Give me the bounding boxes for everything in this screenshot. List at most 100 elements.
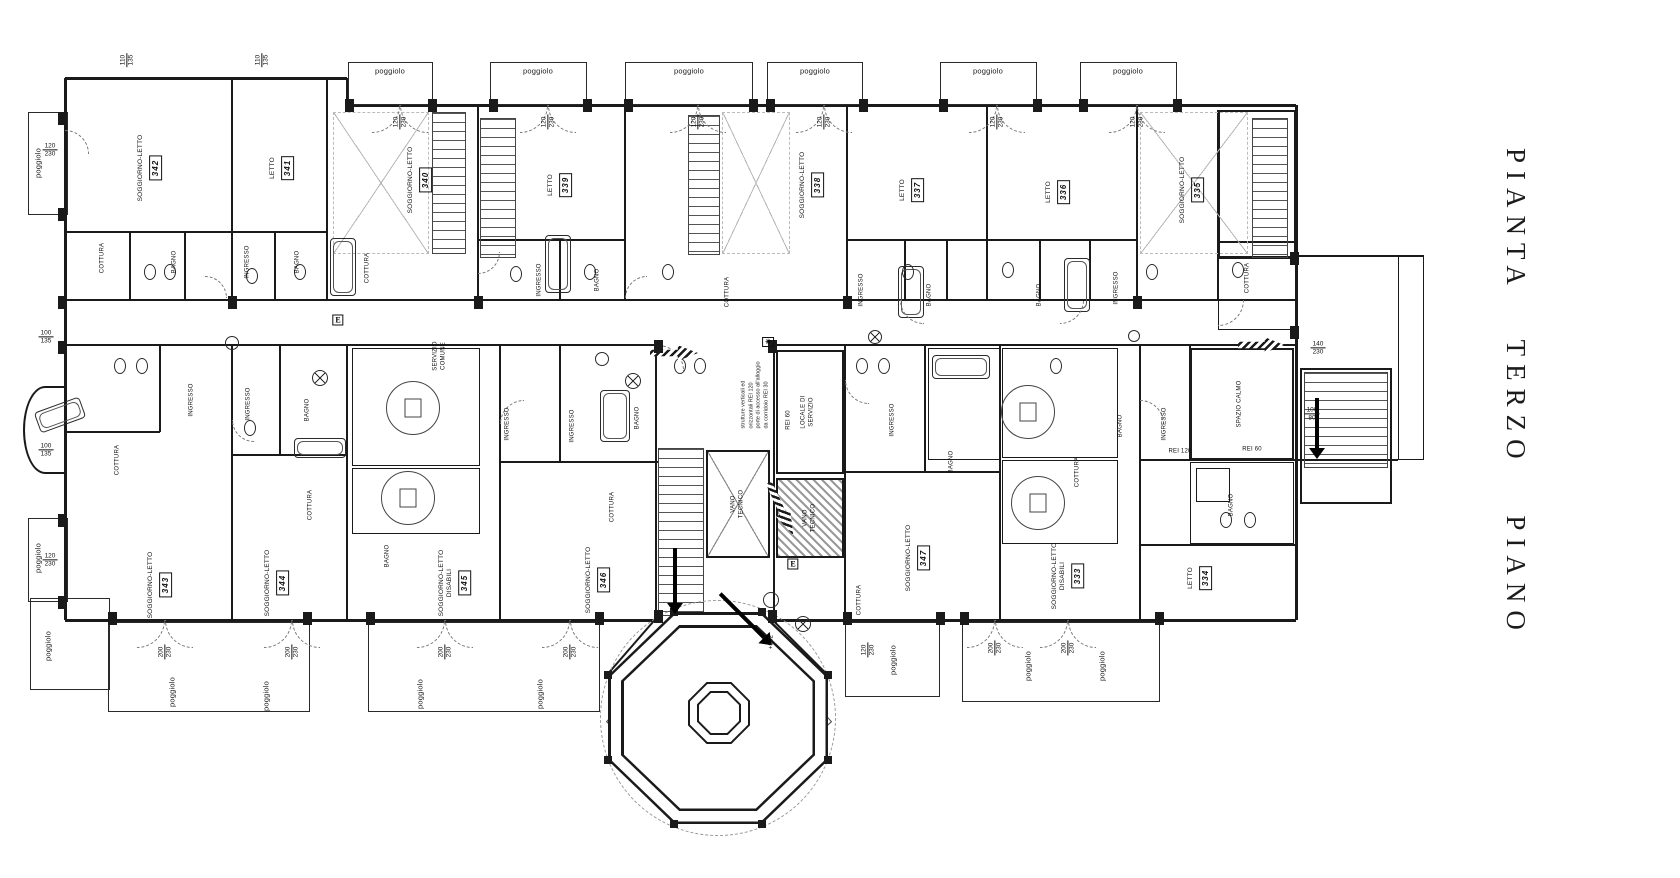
direction-arrow	[1308, 398, 1326, 459]
tower-post	[758, 820, 766, 828]
tower-post	[824, 671, 832, 679]
tower-post	[670, 820, 678, 828]
apartment-type: SOGGIORNO-LETTO	[147, 551, 155, 619]
wall	[279, 345, 281, 455]
balcony-label: poggiolo	[415, 679, 425, 709]
utility-symbol	[312, 370, 328, 386]
apartment-number: 342	[148, 155, 162, 181]
room-outline	[1190, 462, 1294, 544]
sanitary-fixture	[164, 264, 176, 280]
wall-pillar	[1290, 326, 1299, 339]
balcony	[845, 622, 940, 697]
bathtub	[600, 390, 630, 442]
bay-window	[23, 386, 67, 474]
apartment-number: 345	[457, 570, 471, 596]
balcony	[108, 622, 310, 712]
fire-rating-label: REI 120	[1168, 448, 1192, 455]
apartment-label: SOGGIORNO-LETTO DISABILI 345	[438, 549, 472, 617]
wall-pillar	[58, 596, 67, 609]
dim-height: 135	[127, 54, 135, 66]
room-label: BAGNO	[926, 283, 933, 307]
apartment-type: SOGGIORNO-LETTO DISABILI	[438, 549, 453, 617]
balcony	[368, 622, 600, 712]
tower-post	[824, 756, 832, 764]
balcony-label: poggiolo	[973, 66, 1003, 76]
stair-flight	[658, 448, 704, 616]
wall	[773, 345, 775, 620]
room-label: COTTURA	[724, 276, 731, 308]
balcony-label: poggiolo	[1113, 66, 1143, 76]
room-label: INGRESSO	[889, 403, 896, 437]
room-label: COTTURA	[856, 584, 863, 616]
balcony	[1080, 62, 1177, 105]
balcony	[30, 598, 110, 690]
dim-height: 230	[1312, 348, 1324, 356]
tower-post	[758, 608, 766, 616]
wall-pillar	[345, 99, 354, 112]
apartment-number: 343	[158, 572, 172, 598]
room-label: INGRESSO	[188, 383, 195, 417]
wall	[1294, 105, 1298, 620]
dim-height: 230	[698, 116, 706, 128]
room-outline	[1398, 256, 1424, 460]
dim-height: 135	[40, 337, 52, 345]
apartment-number: 339	[558, 172, 572, 198]
wall-pillar	[228, 296, 237, 309]
door-swing-arc	[900, 300, 924, 324]
wall	[65, 618, 658, 622]
wall	[1039, 240, 1041, 300]
dim-height: 230	[292, 646, 300, 658]
stair-flight	[1252, 118, 1288, 258]
wall	[847, 239, 1137, 241]
dim-width: 110	[254, 52, 263, 68]
wall	[346, 345, 348, 620]
dim-height: 230	[44, 150, 56, 158]
utility-symbol	[225, 336, 239, 350]
dim-height: 230	[1068, 642, 1076, 654]
dim-width: 200	[437, 644, 446, 660]
dim-width: 120	[690, 114, 699, 130]
dim-width: 100	[38, 329, 54, 338]
room-label: INGRESSO	[1113, 271, 1120, 305]
sanitary-fixture	[662, 264, 674, 280]
tower-post	[604, 756, 612, 764]
door-swing-arc	[625, 276, 647, 298]
wall	[500, 461, 658, 463]
sanitary-fixture	[114, 358, 126, 374]
room-outline	[928, 348, 1000, 460]
room-outline	[776, 350, 844, 474]
apartment-type: SOGGIORNO-LETTO DISABILI	[1051, 542, 1066, 610]
wall	[184, 232, 186, 300]
room-outline	[706, 450, 770, 558]
dim-height: 135	[262, 54, 270, 66]
wheelchair-symbol	[1011, 476, 1065, 530]
wall	[274, 232, 276, 300]
dim-width: 100	[38, 442, 54, 451]
symbol-mark: ✳	[762, 337, 774, 347]
sanitary-fixture	[510, 266, 522, 282]
room-label: COTTURA	[1244, 262, 1251, 294]
apartment-number: 333	[1070, 563, 1084, 589]
apartment-number: 335	[1190, 177, 1204, 203]
room-label: INGRESSO	[858, 273, 865, 307]
wall	[774, 344, 1296, 346]
room-label: BAGNO	[294, 250, 301, 274]
wall-pillar	[58, 208, 67, 221]
dim-height: 230	[400, 116, 408, 128]
wall	[232, 454, 347, 456]
room-label: SPAZIO CALMO	[1236, 380, 1243, 428]
dim-height: 230	[1137, 116, 1145, 128]
